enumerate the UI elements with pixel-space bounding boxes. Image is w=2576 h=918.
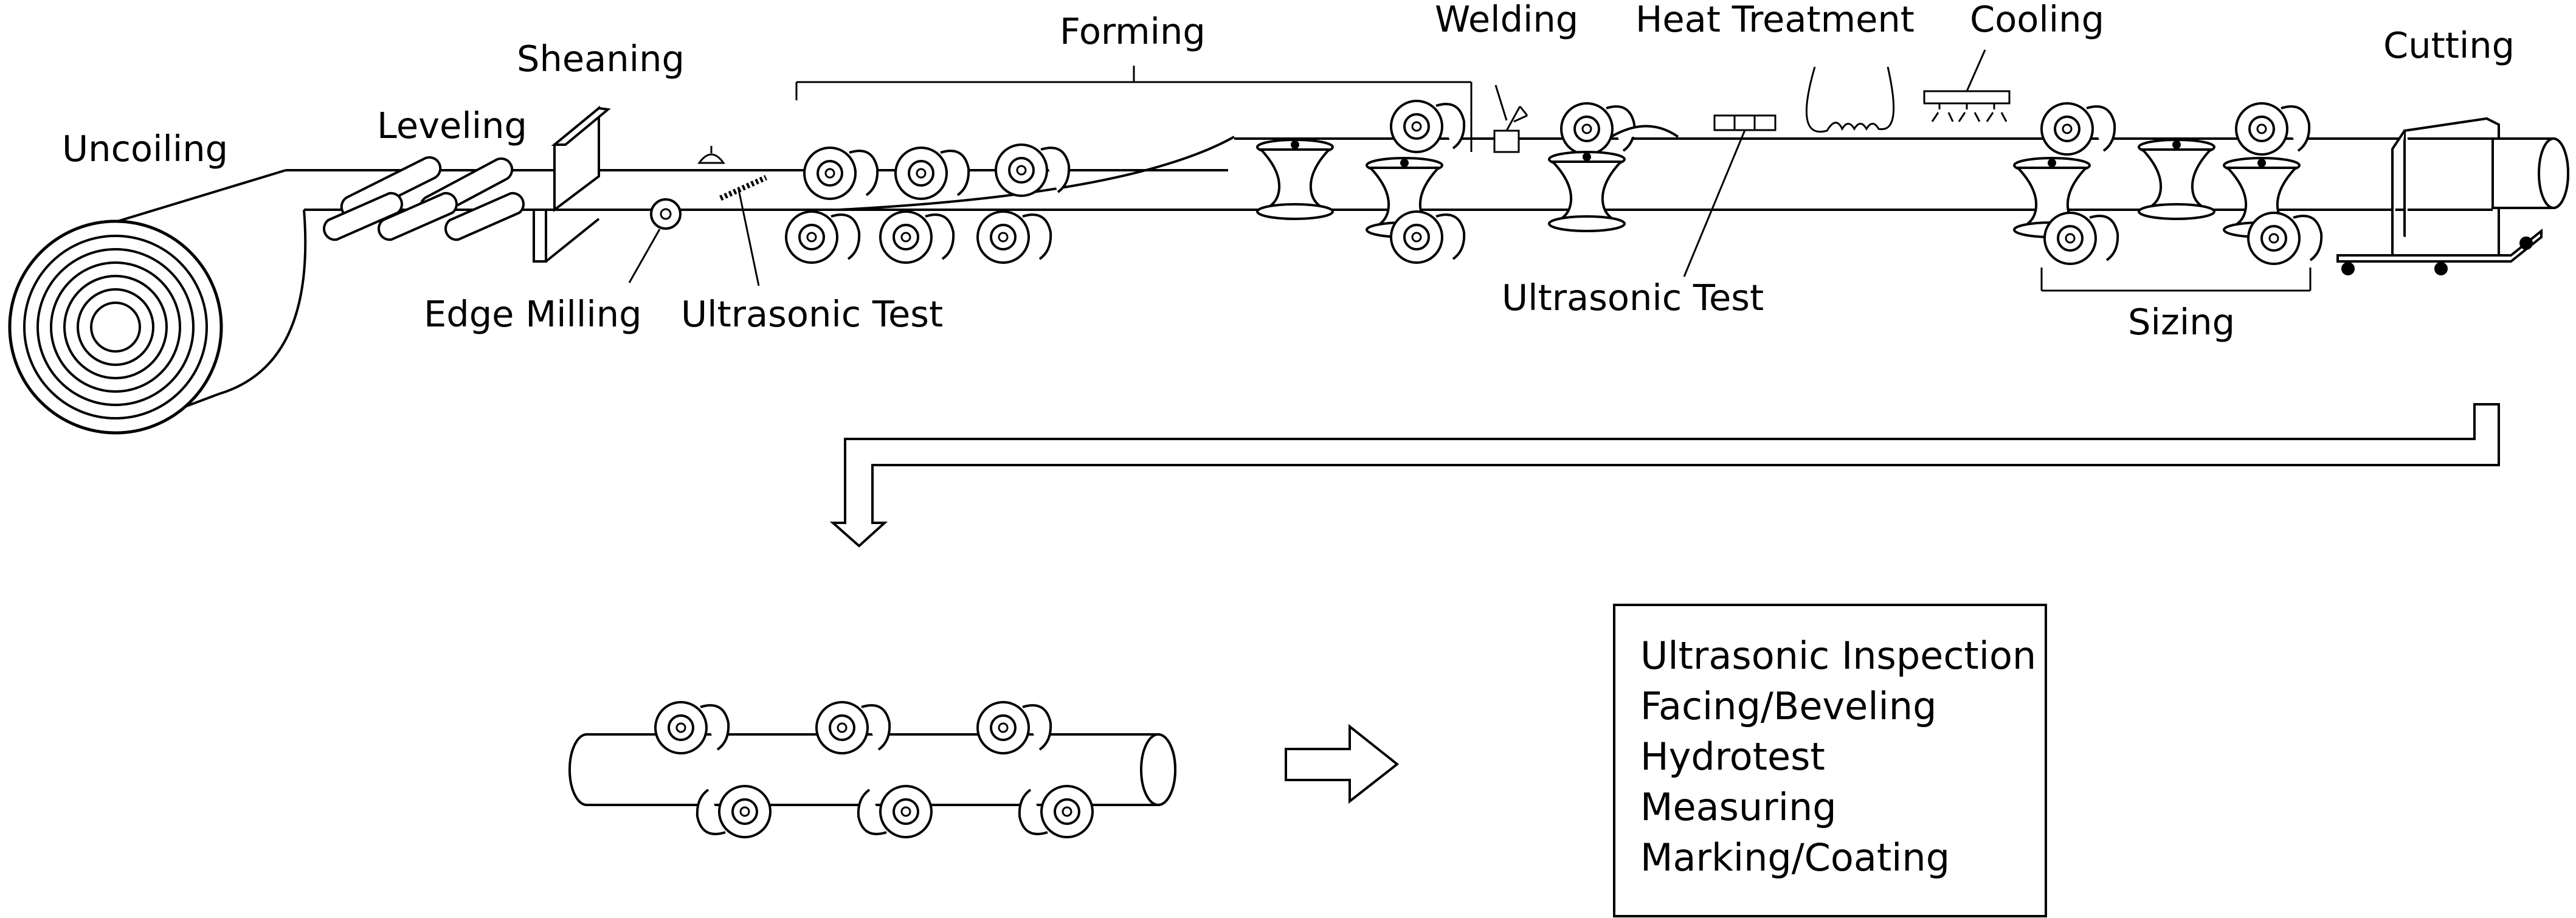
production-line: [8, 49, 2569, 435]
heat-treatment-coil: [1805, 66, 1895, 133]
forming-rolls: [785, 66, 1473, 264]
label-forming: Forming: [1060, 10, 1206, 52]
fin-pass-spools: [1256, 100, 1466, 264]
welding-rolls: [1548, 102, 1679, 232]
return-arrow: [829, 403, 2500, 548]
label-uncoiling: Uncoiling: [62, 128, 228, 170]
ultrasonic-probe-1: [697, 146, 767, 286]
uncoiler: [8, 169, 307, 435]
welding-unit: [1493, 85, 1528, 153]
finishing-step-1: Ultrasonic Inspection: [1640, 633, 2036, 678]
finished-pipe-assembly: [568, 701, 1176, 838]
leveling-rollers: [323, 156, 525, 241]
shearing-blade: [533, 105, 611, 263]
label-cooling: Cooling: [1970, 0, 2104, 40]
next-step-arrow: [1285, 723, 1400, 804]
label-welding: Welding: [1435, 0, 1578, 40]
label-heat-treatment: Heat Treatment: [1635, 0, 1915, 40]
label-ultrasonic-test-1: Ultrasonic Test: [681, 293, 943, 335]
finishing-step-4: Measuring: [1640, 785, 1837, 829]
cutting-unit: [2336, 117, 2569, 275]
cooling-sprayer: [1923, 49, 2011, 122]
label-cutting: Cutting: [2383, 24, 2515, 66]
label-sizing: Sizing: [2128, 301, 2235, 343]
label-sheaning: Sheaning: [517, 38, 685, 80]
ultrasonic-probe-2: [1683, 114, 1777, 277]
stage-labels: Uncoiling Leveling Sheaning Edge Milling…: [62, 0, 2515, 343]
label-ultrasonic-test-2: Ultrasonic Test: [1502, 277, 1764, 319]
label-edge-milling: Edge Milling: [424, 293, 642, 335]
finishing-steps-box: Ultrasonic Inspection Facing/Beveling Hy…: [1613, 604, 2047, 917]
edge-milling-wheel: [628, 198, 682, 283]
finishing-step-3: Hydrotest: [1640, 734, 1825, 779]
finishing-step-5: Marking/Coating: [1640, 835, 1950, 880]
label-leveling: Leveling: [377, 105, 527, 147]
finishing-step-2: Facing/Beveling: [1640, 684, 1936, 728]
sizing-rolls: [2013, 102, 2323, 292]
